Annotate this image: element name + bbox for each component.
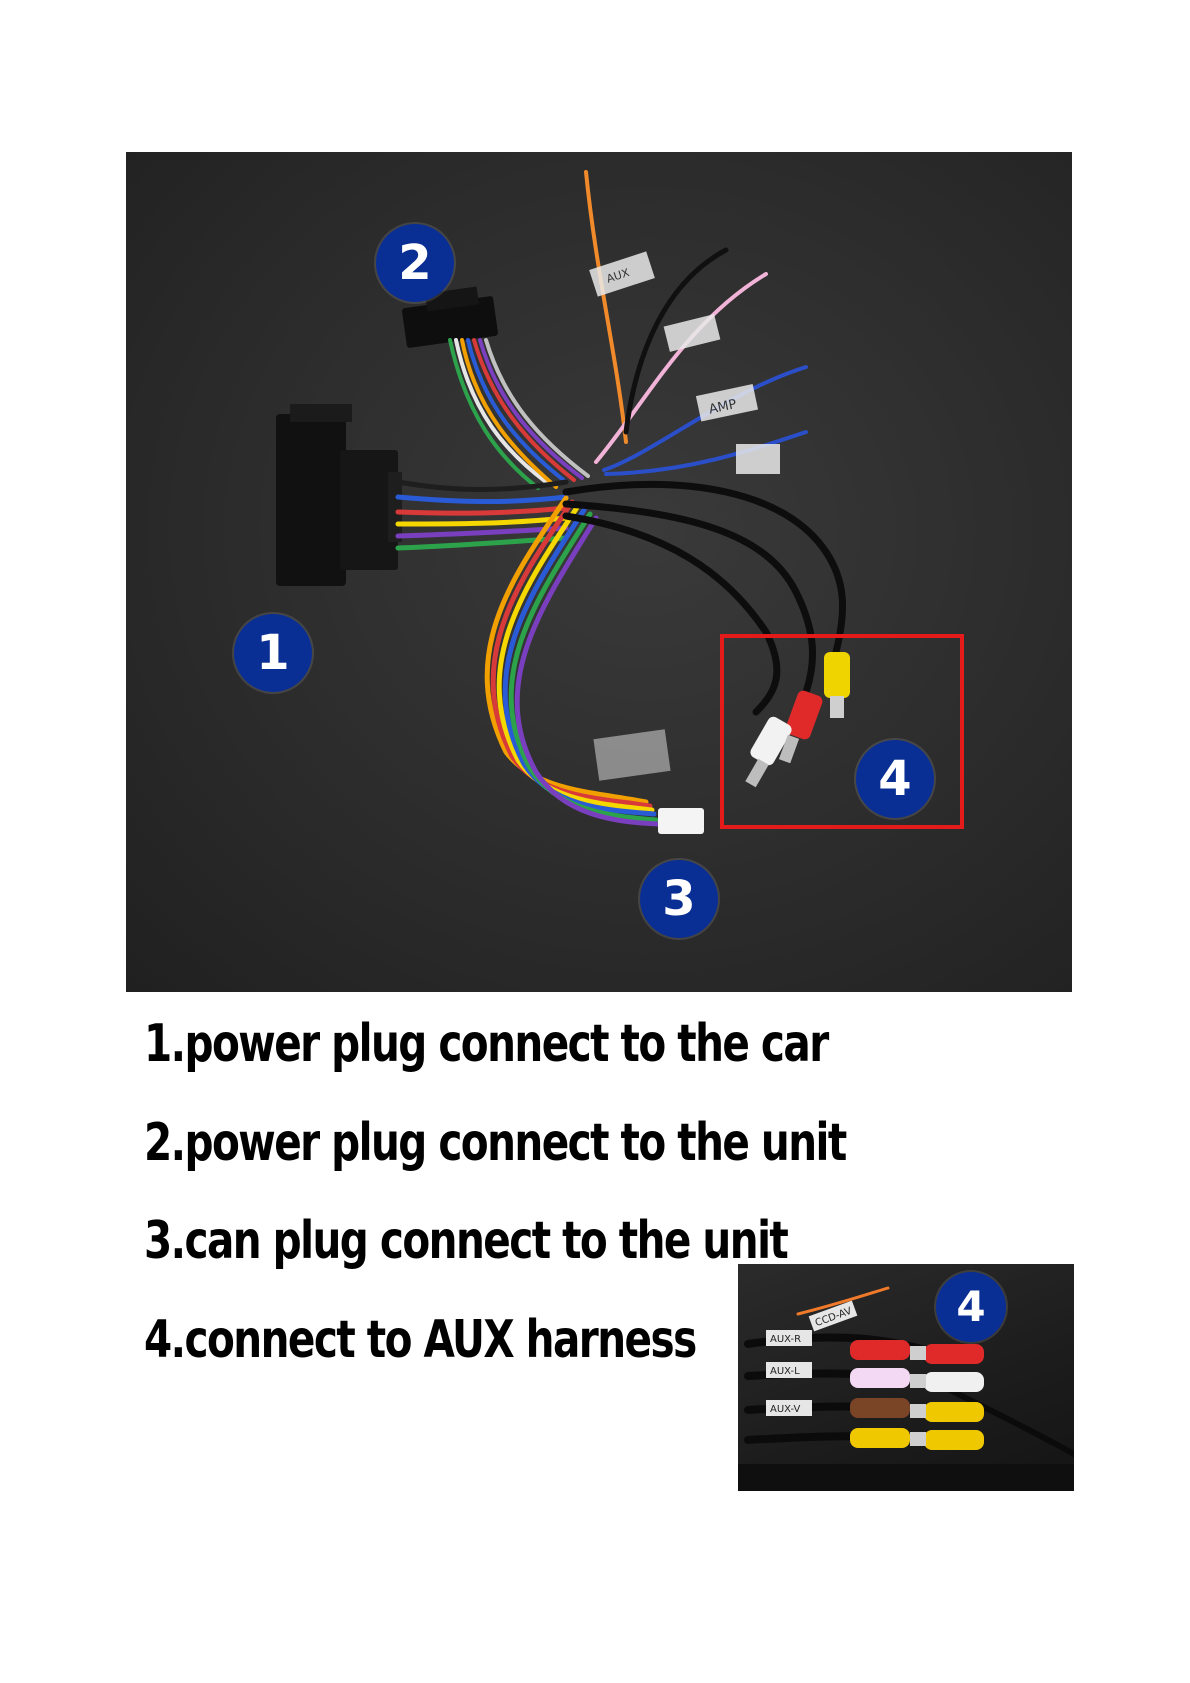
- inset-rca-pairs: [850, 1340, 984, 1450]
- marker-4: 4: [856, 740, 934, 818]
- caption-3: 3.can plug connect to the unit: [144, 1211, 789, 1271]
- can-plug: [593, 729, 704, 834]
- inset-marker-4: 4: [936, 1272, 1006, 1342]
- caption-4: 4.connect to AUX harness: [144, 1310, 697, 1370]
- caption-1: 1.power plug connect to the car: [144, 1014, 829, 1074]
- power-connector-car: [276, 404, 402, 586]
- inset-tag-aux-l: AUX-L: [770, 1366, 800, 1377]
- signal-wires: [584, 170, 808, 476]
- wire-tags: AMP AUX: [589, 251, 780, 474]
- rca-cables: [562, 481, 846, 716]
- inset-tags: AUX-R AUX-L CCD-AV AUX-V: [766, 1300, 858, 1416]
- wire-bundle-upper: [448, 338, 590, 490]
- inset-panel-edge: [738, 1464, 1074, 1491]
- tag-amp: AMP: [708, 397, 739, 418]
- wire-bundle-main: [395, 479, 661, 827]
- harness-photo: AMP AUX: [126, 152, 1072, 992]
- harness-illustration: AMP AUX: [276, 170, 850, 834]
- aux-highlight-box: [720, 634, 964, 829]
- marker-3: 3: [640, 860, 718, 938]
- marker-2: 2: [376, 224, 454, 302]
- aux-harness-illustration: AUX-R AUX-L CCD-AV AUX-V: [738, 1286, 1074, 1491]
- caption-2: 2.power plug connect to the unit: [144, 1113, 847, 1173]
- rca-plugs: [745, 652, 850, 788]
- inset-tag-aux-r: AUX-R: [770, 1334, 801, 1345]
- aux-harness-inset-photo: AUX-R AUX-L CCD-AV AUX-V 4: [738, 1264, 1074, 1491]
- inset-tag-aux-v: AUX-V: [770, 1404, 801, 1415]
- marker-1: 1: [234, 614, 312, 692]
